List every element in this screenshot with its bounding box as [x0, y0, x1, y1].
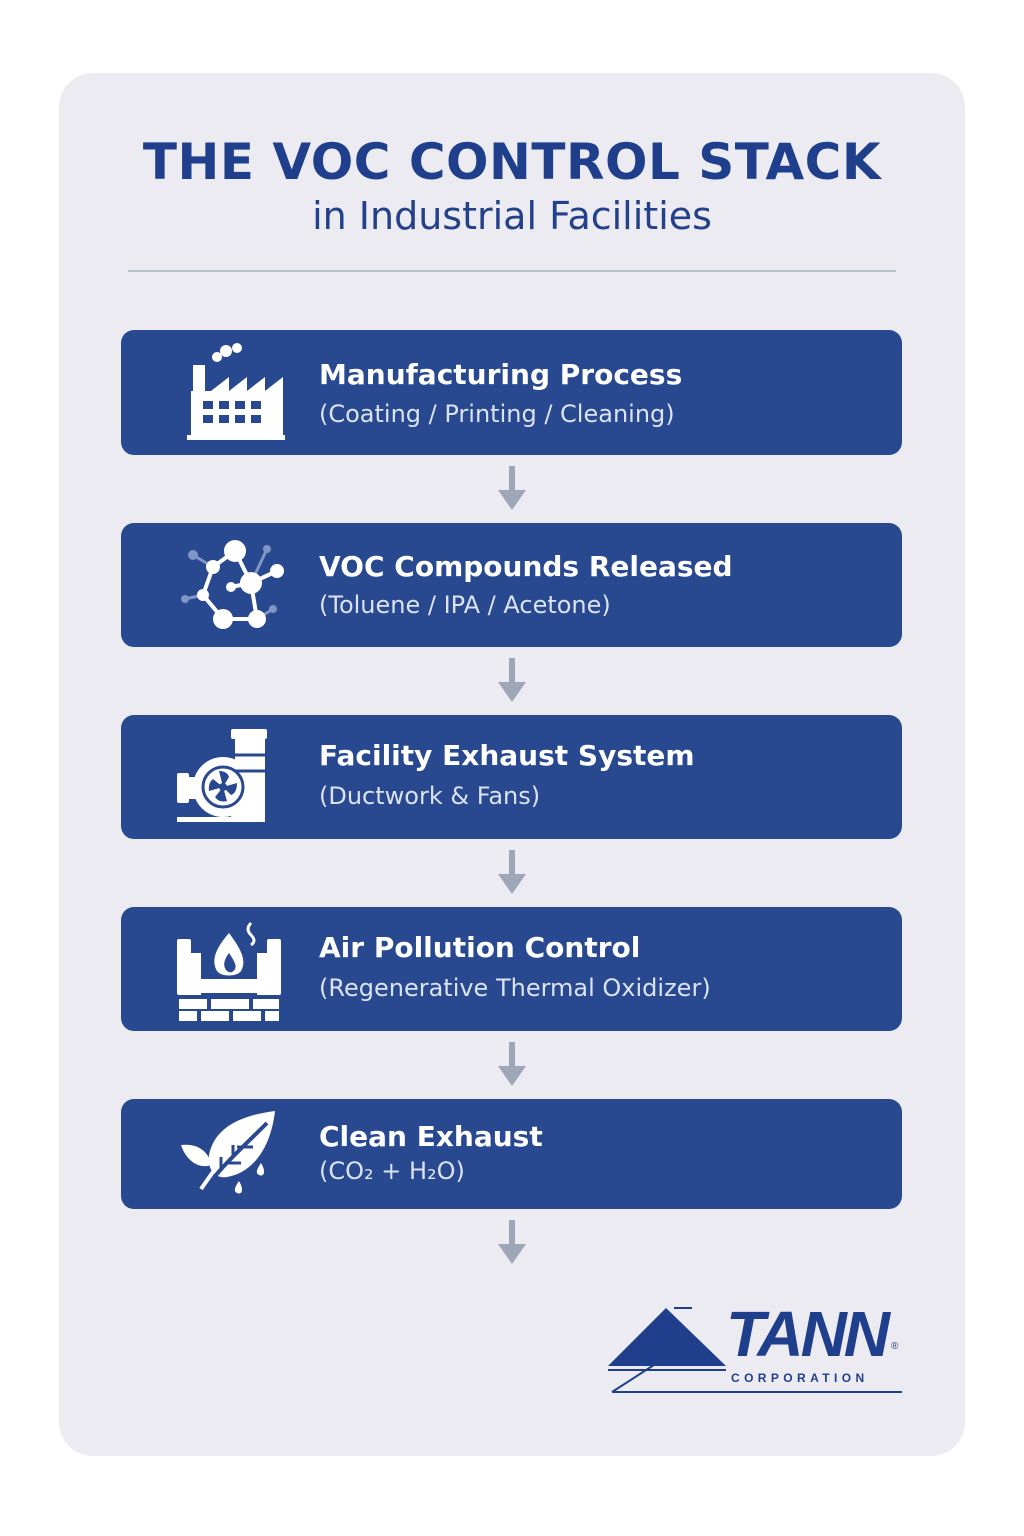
factory-icon: [187, 343, 285, 440]
flow-arrow: [498, 1220, 526, 1264]
step-air-pollution-control: Air Pollution Control (Regenerative Ther…: [121, 907, 902, 1031]
logo-wordmark: TANN: [726, 1298, 890, 1370]
step-detail: (Coating / Printing / Cleaning): [319, 400, 675, 428]
step-title: Facility Exhaust System: [319, 739, 695, 772]
step-title: VOC Compounds Released: [319, 550, 733, 583]
leaf-icon: [181, 1111, 275, 1194]
step-detail: (Toluene / IPA / Acetone): [319, 591, 611, 619]
step-detail: (Ductwork & Fans): [319, 782, 541, 810]
step-manufacturing-process: Manufacturing Process (Coating / Printin…: [121, 330, 902, 455]
step-title: Manufacturing Process: [319, 358, 683, 391]
step-voc-compounds-released: VOC Compounds Released (Toluene / IPA / …: [121, 523, 902, 647]
page-subtitle: in Industrial Facilities: [312, 194, 712, 238]
flow-arrow: [498, 658, 526, 702]
registered-mark: ®: [891, 1341, 899, 1352]
flow-arrow: [498, 466, 526, 510]
flow-arrow: [498, 1042, 526, 1086]
thermal-oxidizer-icon: [177, 921, 281, 1021]
step-facility-exhaust-system: Facility Exhaust System (Ductwork & Fans…: [121, 715, 902, 839]
step-title: Clean Exhaust: [319, 1120, 543, 1153]
title-divider: [128, 270, 896, 272]
step-clean-exhaust: Clean Exhaust (CO₂ + H₂O): [121, 1099, 902, 1209]
logo-subtitle: CORPORATION: [731, 1371, 869, 1385]
flow-arrow: [498, 850, 526, 894]
step-detail: (CO₂ + H₂O): [319, 1157, 465, 1185]
molecule-icon: [181, 540, 284, 629]
exhaust-fan-icon: [177, 729, 267, 822]
page-title: THE VOC CONTROL STACK: [142, 133, 882, 191]
tann-logo-mark: [608, 1307, 902, 1393]
step-detail: (Regenerative Thermal Oxidizer): [319, 974, 711, 1002]
step-title: Air Pollution Control: [319, 931, 641, 964]
